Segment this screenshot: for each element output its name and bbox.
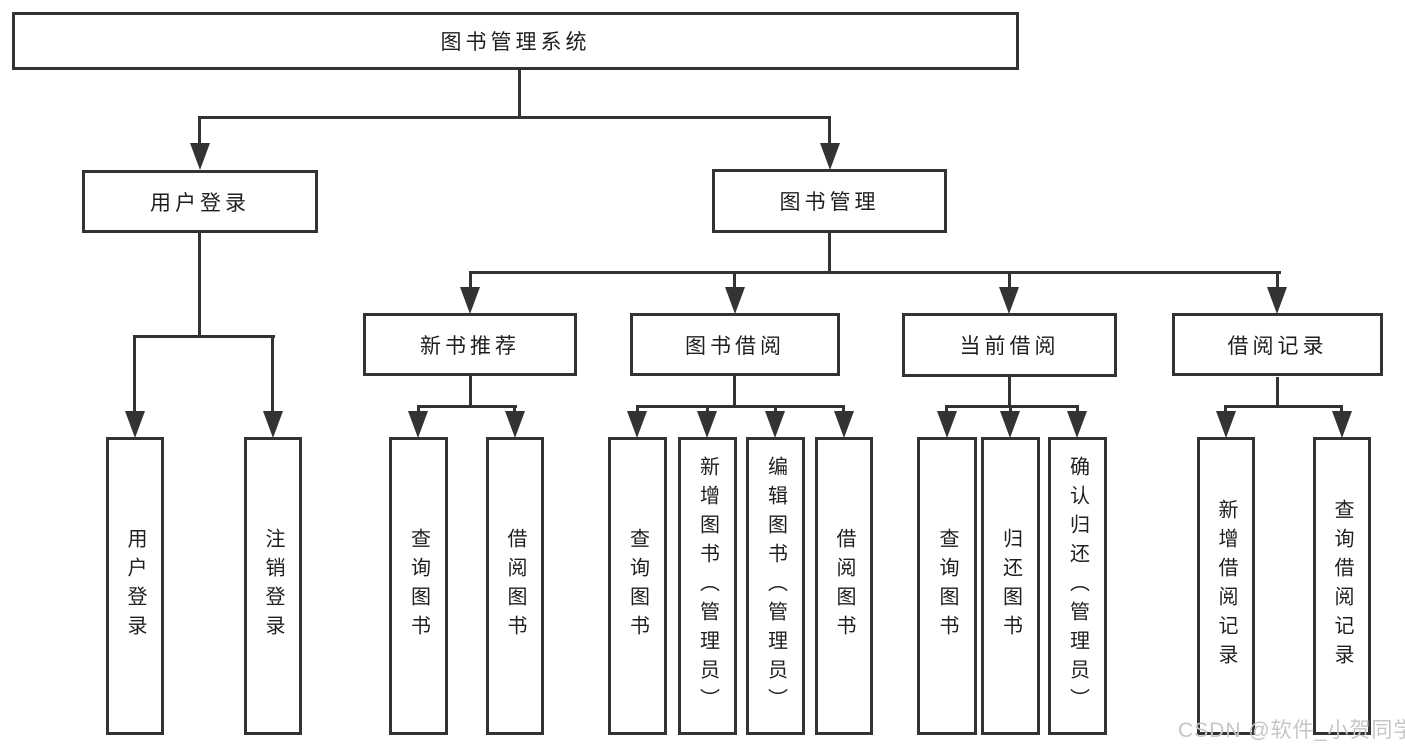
arrow-to-br-add-icon (1216, 411, 1236, 438)
node-book-borrowing: 图书借阅 (630, 313, 840, 376)
arrow-to-cb-return-icon (1000, 411, 1020, 438)
connector-stub-login-leaf (133, 335, 136, 414)
connector-stub-br-query (1340, 405, 1343, 415)
leaf-confirm-return-admin: 确认归还（管理员） (1048, 437, 1107, 735)
connector-user-login-branch (133, 335, 275, 338)
arrow-to-book-management-icon (820, 143, 840, 170)
node-current-borrowing: 当前借阅 (902, 313, 1117, 377)
arrow-to-rec-borrow-icon (505, 411, 525, 438)
connector-book-management-drop (828, 232, 831, 274)
arrow-to-br-query-icon (1332, 411, 1352, 438)
leaf-logout: 注销登录 (244, 437, 302, 735)
connector-book-borrow-drop (733, 376, 736, 407)
leaf-recommend-query-books-label: 查询图书 (407, 528, 430, 644)
arrow-to-cb-confirm-icon (1067, 411, 1087, 438)
leaf-recommend-query-books: 查询图书 (389, 437, 448, 735)
leaf-edit-books-admin: 编辑图书（管理员） (746, 437, 805, 735)
connector-stub-cb-confirm (1076, 405, 1079, 415)
node-new-book-recommend: 新书推荐 (363, 313, 577, 376)
connector-stub-new-book (469, 271, 472, 290)
connector-stub-cb-return (1009, 405, 1012, 415)
csdn-watermark: CSDN @软件_小贺同学 (1178, 719, 1405, 742)
leaf-add-borrow-record-label: 新增借阅记录 (1215, 499, 1237, 673)
arrow-to-user-login-icon (190, 143, 210, 170)
connector-stub-borrow-records (1276, 271, 1279, 290)
leaf-borrowing-borrow-books: 借阅图书 (815, 437, 873, 735)
leaf-borrowing-borrow-books-label: 借阅图书 (833, 528, 855, 644)
leaf-confirm-return-admin-label: 确认归还（管理员） (1066, 455, 1089, 717)
connector-level2-branch (469, 271, 1281, 274)
arrow-to-borrow-records-icon (1267, 287, 1287, 314)
leaf-user-login: 用户登录 (106, 437, 164, 735)
connector-new-book-branch (417, 405, 517, 408)
connector-stub-book-borrow (733, 271, 736, 290)
arrow-to-current-borrow-icon (999, 287, 1019, 314)
node-book-management: 图书管理 (712, 169, 947, 233)
connector-book-borrow-branch (636, 405, 845, 408)
arrow-to-bb-borrow-icon (834, 411, 854, 438)
connector-borrow-records-drop (1276, 377, 1279, 407)
arrow-to-bb-add-icon (697, 411, 717, 438)
connector-stub-current-borrow (1008, 271, 1011, 290)
leaf-add-books-admin: 新增图书（管理员） (678, 437, 737, 735)
leaf-user-login-label: 用户登录 (124, 528, 146, 644)
node-user-login-group: 用户登录 (82, 170, 318, 233)
connector-stub-bb-query (636, 405, 639, 415)
connector-borrow-records-branch (1224, 405, 1343, 408)
connector-stub-user-login (198, 116, 201, 146)
connector-new-book-drop (469, 376, 472, 407)
leaf-return-books-label: 归还图书 (999, 528, 1022, 644)
connector-stub-rec-query (417, 405, 420, 415)
connector-stub-bb-add (706, 405, 709, 415)
connector-stub-cb-query (945, 405, 948, 415)
leaf-add-books-admin-label: 新增图书（管理员） (696, 455, 719, 717)
leaf-current-query-books-label: 查询图书 (936, 528, 958, 644)
leaf-add-borrow-record: 新增借阅记录 (1197, 437, 1255, 735)
connector-stub-bb-edit (774, 405, 777, 415)
connector-stub-br-add (1224, 405, 1227, 415)
connector-stub-bb-borrow (842, 405, 845, 415)
leaf-recommend-borrow-books-label: 借阅图书 (504, 528, 526, 644)
leaf-query-borrow-record: 查询借阅记录 (1313, 437, 1371, 735)
leaf-query-borrow-record-label: 查询借阅记录 (1331, 499, 1353, 673)
leaf-return-books: 归还图书 (981, 437, 1040, 735)
arrow-to-cb-query-icon (937, 411, 957, 438)
connector-stub-book-management (828, 116, 831, 146)
connector-stub-logout-leaf (271, 335, 274, 414)
leaf-current-query-books: 查询图书 (917, 437, 977, 735)
connector-stub-rec-borrow (513, 405, 516, 415)
arrow-to-book-borrow-icon (725, 287, 745, 314)
arrow-to-bb-query-icon (627, 411, 647, 438)
leaf-edit-books-admin-label: 编辑图书（管理员） (764, 455, 787, 717)
arrow-to-logout-leaf-icon (263, 411, 283, 438)
leaf-logout-label: 注销登录 (262, 528, 284, 644)
connector-user-login-drop (198, 232, 201, 338)
node-library-management-system: 图书管理系统 (12, 12, 1019, 70)
connector-level1-branch (198, 116, 831, 119)
arrow-to-bb-edit-icon (765, 411, 785, 438)
connector-current-borrow-drop (1008, 377, 1011, 407)
arrow-to-new-book-icon (460, 287, 480, 314)
leaf-borrowing-query-books: 查询图书 (608, 437, 667, 735)
arrow-to-rec-query-icon (408, 411, 428, 438)
leaf-recommend-borrow-books: 借阅图书 (486, 437, 544, 735)
connector-root-trunk (518, 70, 521, 119)
node-borrow-records: 借阅记录 (1172, 313, 1383, 376)
leaf-borrowing-query-books-label: 查询图书 (626, 528, 649, 644)
arrow-to-login-leaf-icon (125, 411, 145, 438)
